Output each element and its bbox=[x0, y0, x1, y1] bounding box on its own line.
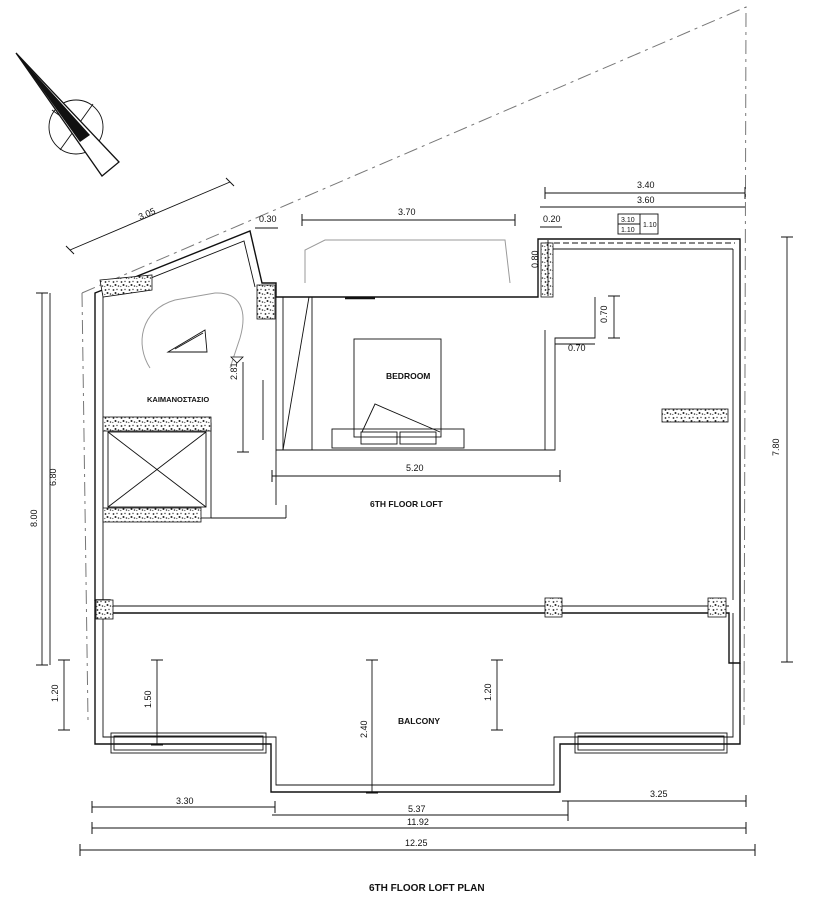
dimension-box-note: 3.10 1.10 1.10 bbox=[617, 213, 659, 235]
dim-3-05: 3.05 bbox=[137, 206, 157, 222]
bedroom-walls bbox=[276, 296, 596, 451]
dim-7-80: 7.80 bbox=[771, 438, 781, 456]
dim-3-30: 3.30 bbox=[176, 796, 194, 806]
dim-12-25: 12.25 bbox=[405, 838, 428, 848]
dim-5-20: 5.20 bbox=[406, 463, 424, 473]
dim-0-70-vertical: 0.70 bbox=[599, 305, 609, 323]
balcony-outline bbox=[94, 600, 741, 793]
dim-0-80: 0.80 bbox=[530, 250, 540, 268]
box-note-line1: 3.10 bbox=[621, 217, 635, 224]
outer-walls bbox=[94, 230, 741, 664]
dim-0-20: 0.20 bbox=[543, 214, 561, 224]
dim-3-60: 3.60 bbox=[637, 195, 655, 205]
dim-2-40: 2.40 bbox=[359, 720, 369, 738]
room-label-loft: 6TH FLOOR LOFT bbox=[370, 499, 444, 509]
dim-1-20-middle: 1.20 bbox=[483, 683, 493, 701]
dim-0-30: 0.30 bbox=[259, 214, 277, 224]
kitchenette bbox=[102, 297, 287, 519]
dim-3-70: 3.70 bbox=[398, 207, 416, 217]
dimension-lines: 3.05 0.30 3.70 3.40 3.60 0.20 0.80 0.70 … bbox=[29, 177, 793, 856]
structural-columns bbox=[95, 242, 729, 620]
dim-6-80: 6.80 bbox=[48, 468, 58, 486]
dim-1-50: 1.50 bbox=[143, 690, 153, 708]
dim-5-37: 5.37 bbox=[408, 804, 426, 814]
dim-3-40: 3.40 bbox=[637, 180, 655, 190]
dim-2-81: 2.81 bbox=[229, 362, 239, 380]
site-boundary bbox=[81, 6, 747, 726]
dim-0-70-horizontal: 0.70 bbox=[568, 343, 586, 353]
bed-icon bbox=[331, 338, 465, 449]
room-label-bedroom: BEDROOM bbox=[386, 371, 430, 381]
dim-3-25: 3.25 bbox=[650, 789, 668, 799]
room-label-kitchenette: ΚΑΙΜΑΝΟΣΤΑΣΙΟ bbox=[147, 395, 209, 404]
drawing-title: 6TH FLOOR LOFT PLAN bbox=[369, 883, 485, 894]
dim-11-92: 11.92 bbox=[407, 817, 429, 827]
dim-1-20-left: 1.20 bbox=[50, 684, 60, 702]
box-note-line2: 1.10 bbox=[621, 227, 635, 234]
north-arrow-icon bbox=[15, 52, 120, 177]
room-label-balcony: BALCONY bbox=[398, 716, 440, 726]
box-note-side: 1.10 bbox=[643, 222, 657, 229]
roof-outline bbox=[141, 239, 511, 369]
dim-8-00: 8.00 bbox=[29, 509, 39, 527]
